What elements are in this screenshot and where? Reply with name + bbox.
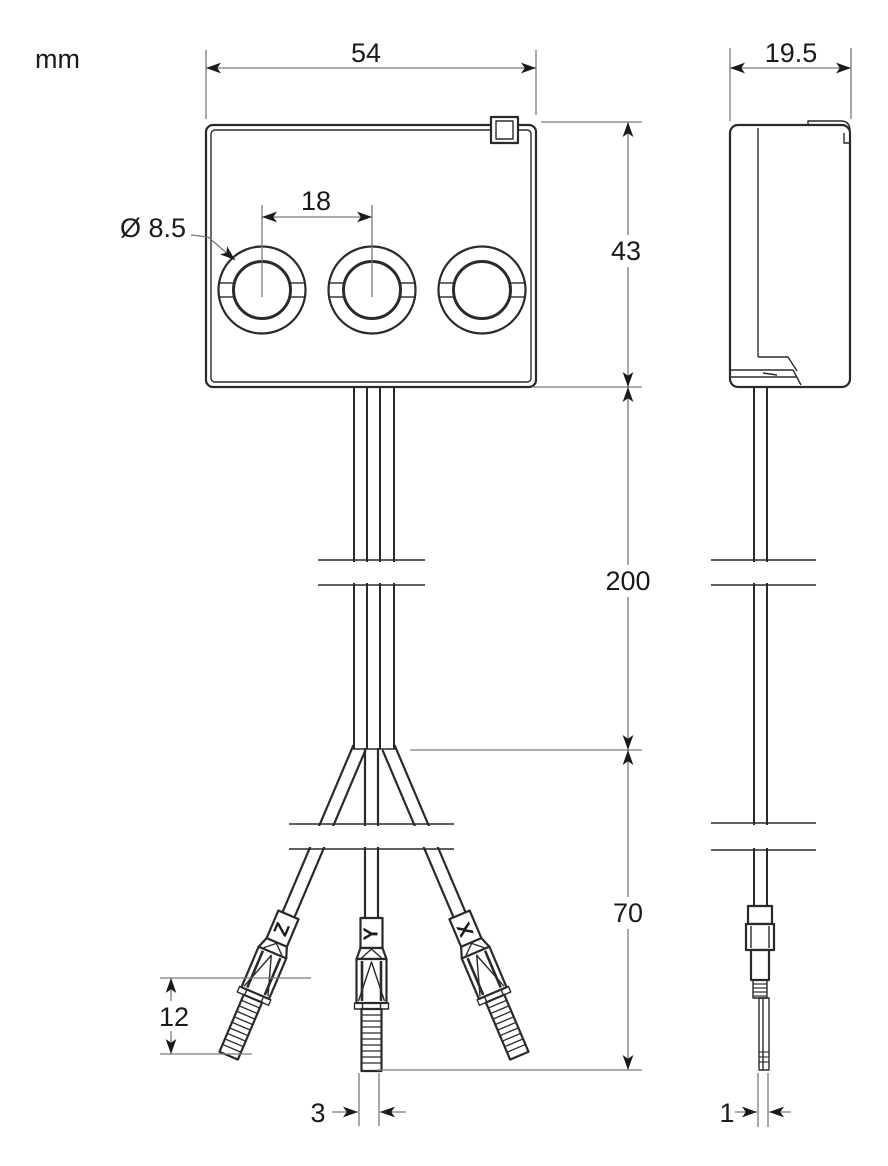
dim-label-19-5: 19.5 xyxy=(765,38,818,68)
dimension-depth-19-5: 19.5 xyxy=(729,38,852,121)
dimension-height-43: 43 xyxy=(532,121,649,388)
dimension-side-tip-width-1: 1 xyxy=(719,1073,791,1128)
dim-label-diameter: Ø 8.5 xyxy=(120,213,186,243)
units-label: mm xyxy=(35,44,80,74)
dim-label-200: 200 xyxy=(605,566,650,596)
dimension-thread-length-12: 12 xyxy=(154,977,311,1055)
dim-label-18: 18 xyxy=(301,186,331,216)
dim-label-54: 54 xyxy=(351,38,381,68)
housing-side-outline xyxy=(728,123,852,389)
front-view: Z X Y xyxy=(204,115,538,1073)
side-view xyxy=(709,120,852,1071)
dimensions: 54 19.5 18 Ø 8.5 43 xyxy=(120,38,852,1128)
dim-label-12: 12 xyxy=(159,1002,189,1032)
dim-label-3: 3 xyxy=(310,1098,325,1128)
cable-z: Z xyxy=(211,744,367,1064)
dim-label-70: 70 xyxy=(613,898,643,928)
connector-side xyxy=(744,904,776,1071)
cable-side xyxy=(753,387,768,908)
dimension-width-54: 54 xyxy=(205,38,537,119)
cable-y: Y xyxy=(353,747,390,1073)
dimension-cable-length-200: 200 xyxy=(410,387,658,751)
break-symbol-side-lower xyxy=(709,822,818,851)
dimension-branch-length-70: 70 xyxy=(377,750,650,1071)
clamp-holes xyxy=(217,205,527,335)
break-symbol-side-upper xyxy=(709,559,818,586)
dimension-tip-width-3: 3 xyxy=(310,1073,406,1128)
dimension-hole-spacing-18: 18 xyxy=(262,186,372,223)
dimension-hole-diameter: Ø 8.5 xyxy=(120,213,236,261)
mounting-clip-side xyxy=(807,120,851,144)
break-symbol-front-upper xyxy=(316,559,428,586)
cable-label-y: Y xyxy=(361,927,383,941)
housing-front-outline xyxy=(204,123,538,389)
housing-side-step-detail xyxy=(729,356,802,386)
housing-front-inner-line xyxy=(210,129,532,383)
clamp-hole-3 xyxy=(437,245,527,335)
dim-label-43: 43 xyxy=(611,236,641,266)
cable-x: X xyxy=(381,744,537,1064)
break-symbol-front-lower xyxy=(287,823,455,850)
dim-label-1: 1 xyxy=(719,1098,734,1128)
mounting-clip-front xyxy=(489,115,520,145)
